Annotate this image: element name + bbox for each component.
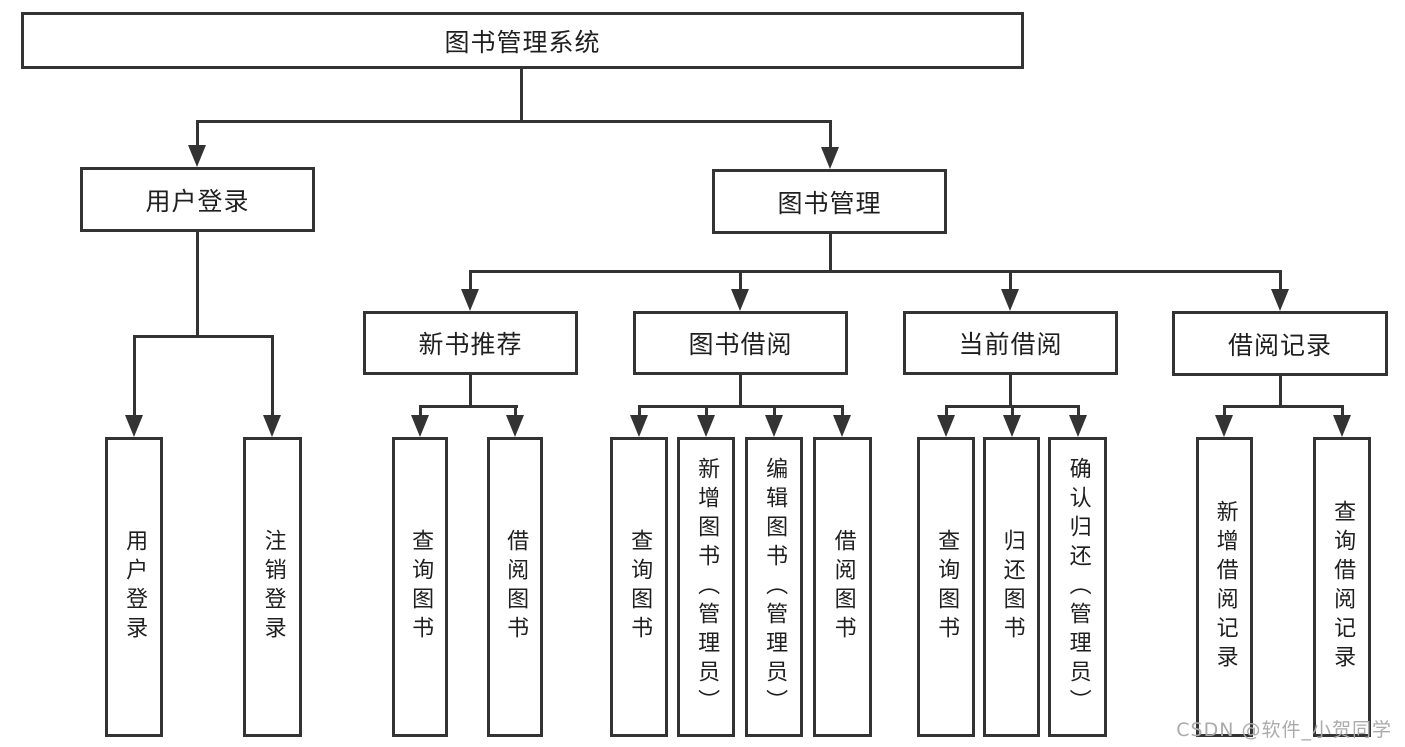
arrowhead-down-icon: [1215, 415, 1233, 437]
node-root: 图书管理系统: [21, 12, 1024, 69]
watermark: CSDN @软件_小贺同学: [1176, 719, 1392, 741]
arrowhead-down-icon: [1333, 415, 1351, 437]
arrowhead-down-icon: [411, 415, 429, 437]
connector-line: [196, 232, 199, 337]
node-book-management: 图书管理: [712, 169, 947, 234]
node-book-management-label: 图书管理: [777, 188, 882, 218]
connector-line: [196, 120, 832, 123]
connector-line: [271, 335, 274, 417]
connector-line: [469, 375, 472, 408]
connector-line: [773, 405, 776, 418]
node-borrow-record: 借阅记录: [1172, 311, 1388, 376]
arrowhead-down-icon: [765, 415, 783, 437]
leaf-query-book-current-label: 查询图书: [934, 529, 960, 645]
leaf-query-book-current: 查询图书: [917, 437, 975, 737]
connector-line: [739, 375, 742, 408]
leaf-user-login: 用户登录: [105, 437, 163, 737]
connector-line: [1279, 270, 1282, 293]
node-new-book-recommend-label: 新书推荐: [418, 330, 523, 359]
leaf-query-book-recommend-label: 查询图书: [408, 529, 434, 645]
node-book-borrow-label: 图书借阅: [688, 330, 793, 359]
leaf-return-book: 归还图书: [983, 437, 1040, 737]
arrowhead-down-icon: [461, 289, 479, 311]
leaf-logout-login: 注销登录: [243, 437, 302, 737]
connector-line: [705, 405, 708, 418]
arrowhead-down-icon: [188, 145, 206, 167]
node-book-borrow: 图书借阅: [633, 311, 848, 375]
connector-line: [945, 405, 948, 418]
connector-line: [1223, 405, 1226, 418]
arrowhead-down-icon: [1271, 289, 1289, 311]
connector-line: [1009, 375, 1012, 408]
arrowhead-down-icon: [1001, 289, 1019, 311]
node-root-label: 图书管理系统: [444, 27, 601, 57]
leaf-borrow-book: 借阅图书: [813, 437, 872, 737]
arrowhead-down-icon: [263, 415, 281, 437]
arrowhead-down-icon: [506, 415, 524, 437]
leaf-query-borrow-record: 查询借阅记录: [1313, 437, 1371, 737]
leaf-add-borrow-record: 新增借阅记录: [1196, 437, 1253, 737]
node-current-borrow: 当前借阅: [903, 311, 1118, 375]
node-borrow-record-label: 借阅记录: [1227, 330, 1332, 360]
leaf-confirm-return-admin: 确认归还（管理员）: [1048, 437, 1107, 737]
leaf-confirm-return-admin-label: 确认归还（管理员）: [1065, 456, 1091, 718]
arrowhead-down-icon: [1003, 415, 1021, 437]
leaf-edit-book-admin: 编辑图书（管理员）: [745, 437, 803, 737]
connector-line: [469, 270, 1282, 273]
connector-line: [419, 405, 518, 408]
connector-line: [514, 405, 517, 418]
leaf-query-borrow-record-label: 查询借阅记录: [1330, 500, 1356, 674]
leaf-query-book-borrow-label: 查询图书: [627, 529, 653, 645]
connector-line: [1341, 405, 1344, 418]
node-current-borrow-label: 当前借阅: [958, 330, 1063, 359]
connector-line: [419, 405, 422, 418]
arrowhead-down-icon: [125, 415, 143, 437]
node-user-login-label: 用户登录: [145, 186, 250, 216]
node-new-book-recommend: 新书推荐: [363, 311, 578, 375]
leaf-add-borrow-record-label: 新增借阅记录: [1212, 500, 1238, 674]
arrowhead-down-icon: [1069, 415, 1087, 437]
leaf-borrow-book-recommend-label: 借阅图书: [503, 529, 529, 645]
connector-line: [1223, 405, 1343, 408]
node-user-login: 用户登录: [80, 167, 315, 232]
connector-line: [739, 270, 742, 293]
connector-line: [133, 335, 274, 338]
leaf-edit-book-admin-label: 编辑图书（管理员）: [762, 456, 788, 718]
leaf-add-book-admin-label: 新增图书（管理员）: [694, 456, 720, 718]
connector-line: [196, 120, 199, 147]
leaf-user-login-label: 用户登录: [122, 529, 148, 645]
connector-line: [1011, 405, 1014, 418]
arrowhead-down-icon: [731, 289, 749, 311]
connector-line: [1009, 270, 1012, 293]
connector-line: [1279, 376, 1282, 408]
leaf-logout-login-label: 注销登录: [260, 529, 286, 645]
leaf-query-book-borrow: 查询图书: [610, 437, 668, 737]
leaf-return-book-label: 归还图书: [999, 529, 1025, 645]
leaf-borrow-book-recommend: 借阅图书: [487, 437, 543, 737]
connector-line: [829, 234, 832, 273]
connector-line: [638, 405, 641, 418]
connector-line: [133, 335, 136, 417]
arrowhead-down-icon: [833, 415, 851, 437]
connector-line: [469, 270, 472, 293]
connector-line: [520, 69, 523, 120]
arrowhead-down-icon: [630, 415, 648, 437]
leaf-query-book-recommend: 查询图书: [392, 437, 448, 737]
arrowhead-down-icon: [821, 147, 839, 169]
leaf-add-book-admin: 新增图书（管理员）: [677, 437, 735, 737]
connector-line: [1077, 405, 1080, 418]
connector-line: [841, 405, 844, 418]
connector-line: [829, 120, 832, 149]
arrowhead-down-icon: [937, 415, 955, 437]
connector-line: [638, 405, 844, 408]
leaf-borrow-book-label: 借阅图书: [830, 529, 856, 645]
arrowhead-down-icon: [697, 415, 715, 437]
